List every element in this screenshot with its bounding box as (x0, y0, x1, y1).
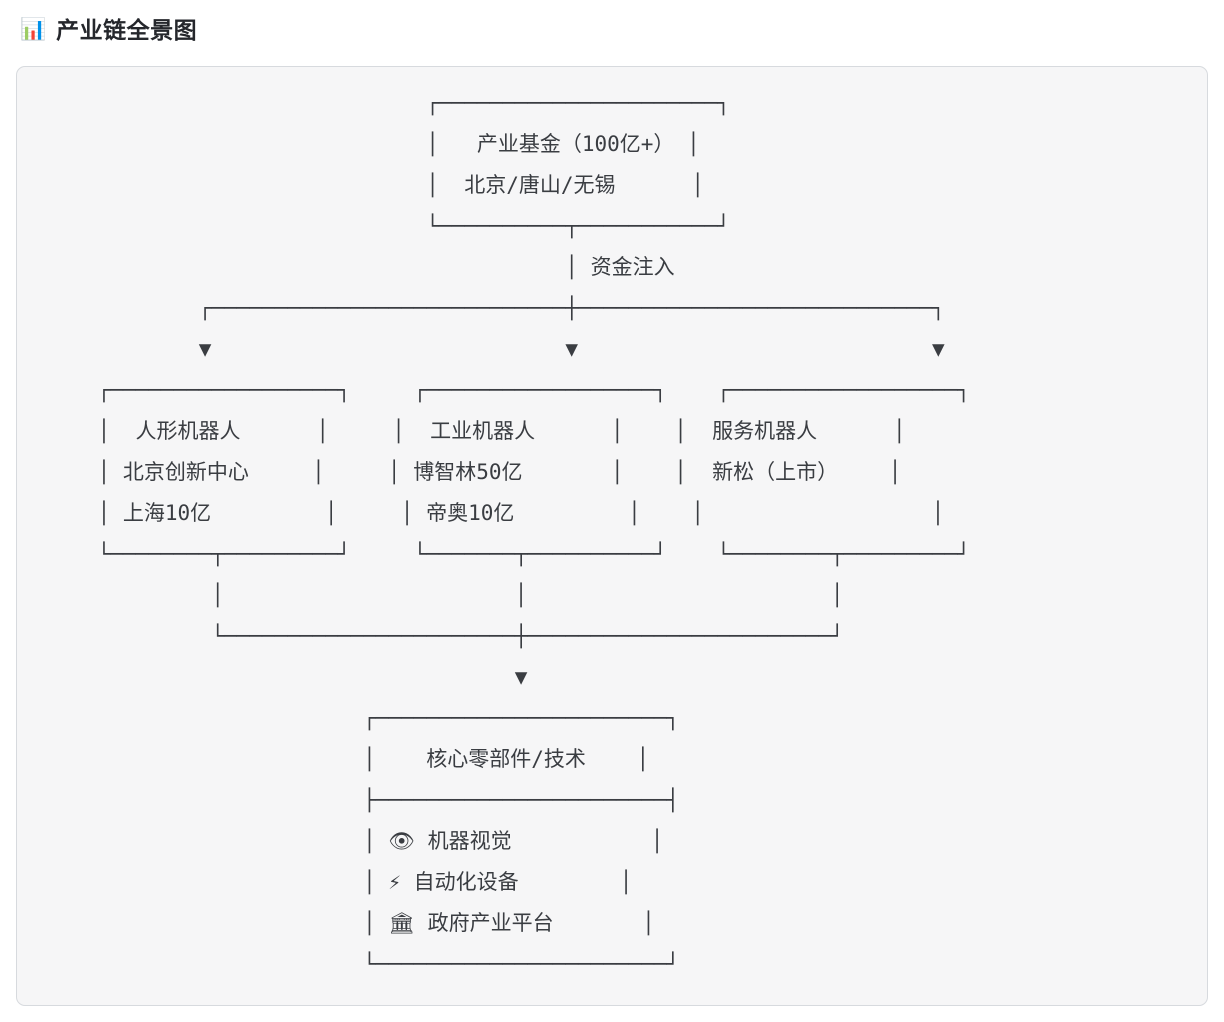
page-title: 产业链全景图 (56, 17, 198, 43)
industry-chain-ascii-diagram: ┌──────────────────────┐ │ 产业基金（100亿+） │… (97, 91, 970, 976)
page-header: 📊 产业链全景图 (20, 16, 197, 44)
bar-chart-icon: 📊 (20, 18, 47, 41)
diagram-panel: ┌──────────────────────┐ │ 产业基金（100亿+） │… (16, 66, 1208, 1006)
